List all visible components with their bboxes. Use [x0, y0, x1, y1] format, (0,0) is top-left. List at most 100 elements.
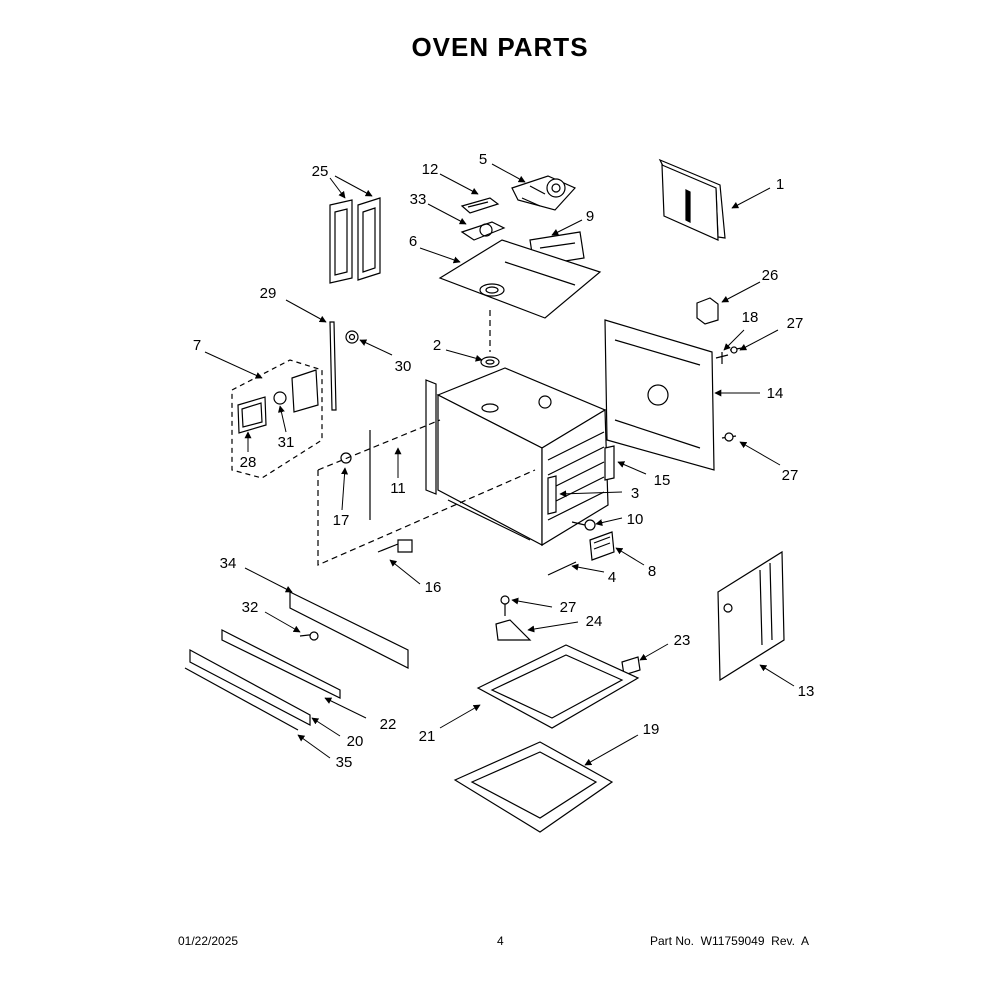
- callout-8[interactable]: 8: [648, 563, 656, 580]
- callout-22[interactable]: 22: [380, 716, 397, 733]
- part-24-bracket[interactable]: [495, 619, 532, 641]
- leader-31: [278, 405, 287, 433]
- callout-29[interactable]: 29: [260, 285, 277, 302]
- explode-lines: [317, 310, 536, 566]
- part-22-trim[interactable]: [221, 629, 341, 699]
- callout-15[interactable]: 15: [654, 472, 671, 489]
- leader-4: [571, 563, 605, 573]
- callout-27a[interactable]: 27: [787, 315, 804, 332]
- callout-7[interactable]: 7: [193, 337, 201, 354]
- leader-8: [615, 547, 645, 566]
- leader-32: [264, 611, 301, 633]
- callout-18[interactable]: 18: [742, 309, 759, 326]
- part-oven-cavity[interactable]: [425, 367, 609, 547]
- part-15-bracket[interactable]: [604, 445, 615, 481]
- part-27-screw-c[interactable]: [500, 595, 510, 616]
- callout-24[interactable]: 24: [586, 613, 603, 630]
- part-12-bracket[interactable]: [460, 197, 500, 214]
- callout-1[interactable]: 1: [776, 176, 784, 193]
- callout-26[interactable]: 26: [762, 267, 779, 284]
- leader-27b: [739, 441, 781, 466]
- leader-16: [389, 559, 421, 585]
- part-16-bracket[interactable]: [377, 539, 413, 553]
- part-10-connector[interactable]: [571, 519, 596, 531]
- part-29-rod[interactable]: [329, 321, 337, 411]
- part-27-screw-b[interactable]: [721, 432, 737, 442]
- part-rear-panel[interactable]: [604, 319, 715, 471]
- part-32-screw[interactable]: [299, 631, 319, 641]
- leader-34: [244, 567, 293, 593]
- callout-16[interactable]: 16: [425, 579, 442, 596]
- leader-22: [324, 697, 367, 719]
- callout-5[interactable]: 5: [479, 151, 487, 168]
- leader-17: [341, 467, 349, 511]
- callout-13[interactable]: 13: [798, 683, 815, 700]
- footer-page-number: 4: [497, 934, 504, 948]
- callout-2[interactable]: 2: [433, 337, 441, 354]
- callout-17[interactable]: 17: [333, 512, 350, 529]
- leader-2: [445, 349, 483, 362]
- leader-25b: [334, 175, 373, 197]
- footer-part-number: Part No. W11759049 Rev. A: [650, 934, 809, 948]
- part-side-panel[interactable]: [717, 550, 785, 682]
- part-oven-rack-lower[interactable]: [453, 741, 614, 833]
- leader-24: [527, 621, 579, 633]
- leader-9: [551, 219, 583, 236]
- part-rear-cover[interactable]: [658, 158, 726, 241]
- part-oven-rack-upper[interactable]: [476, 644, 640, 729]
- callout-34[interactable]: 34: [220, 555, 237, 572]
- leader-21: [439, 704, 481, 729]
- part-4-probe[interactable]: [547, 561, 577, 576]
- leader-1: [731, 187, 771, 209]
- part-side-trims[interactable]: [329, 197, 381, 284]
- callout-11[interactable]: 11: [390, 480, 406, 497]
- part-18-screw[interactable]: [715, 352, 729, 364]
- part-top-panel[interactable]: [438, 239, 602, 319]
- callout-6[interactable]: 6: [409, 233, 417, 250]
- callout-28[interactable]: 28: [240, 454, 257, 471]
- part-20-strip[interactable]: [189, 648, 311, 726]
- callout-20[interactable]: 20: [347, 733, 364, 750]
- callout-27c[interactable]: 27: [560, 599, 577, 616]
- leader-12: [439, 173, 479, 195]
- callout-14[interactable]: 14: [767, 385, 784, 402]
- leader-3: [559, 490, 623, 498]
- part-3-lamp[interactable]: [547, 475, 557, 515]
- callout-32[interactable]: 32: [242, 599, 259, 616]
- part-34-trim[interactable]: [289, 591, 409, 669]
- leader-13: [759, 664, 795, 687]
- callout-31[interactable]: 31: [278, 434, 295, 451]
- callout-12[interactable]: 12: [422, 161, 439, 178]
- part-30-grommet[interactable]: [345, 330, 359, 344]
- leader-26: [721, 281, 761, 303]
- callout-30[interactable]: 30: [395, 358, 412, 375]
- callout-25[interactable]: 25: [312, 163, 329, 180]
- leader-15: [617, 461, 647, 475]
- part-35-strip[interactable]: [184, 667, 299, 731]
- callout-21[interactable]: 21: [419, 728, 436, 745]
- part-33-baffle[interactable]: [460, 221, 506, 241]
- callout-10[interactable]: 10: [627, 511, 644, 528]
- callout-27b[interactable]: 27: [782, 467, 799, 484]
- callout-35[interactable]: 35: [336, 754, 353, 771]
- leader-30: [359, 339, 393, 356]
- callout-4[interactable]: 4: [608, 569, 616, 586]
- callout-23[interactable]: 23: [674, 632, 691, 649]
- part-7-control-group[interactable]: [231, 359, 323, 479]
- leader-10: [595, 517, 623, 526]
- leader-27c: [511, 597, 553, 608]
- part-2-fan-ring[interactable]: [480, 356, 500, 368]
- leader-33: [427, 203, 467, 225]
- part-26-clip[interactable]: [696, 297, 719, 325]
- page-title: OVEN PARTS: [411, 32, 589, 62]
- leader-19: [584, 734, 639, 766]
- leader-25a: [329, 177, 346, 199]
- callout-19[interactable]: 19: [643, 721, 660, 738]
- callout-3[interactable]: 3: [631, 485, 639, 502]
- part-convection-motor[interactable]: [511, 175, 577, 211]
- leader-20: [311, 717, 341, 737]
- callout-9[interactable]: 9: [586, 208, 594, 225]
- part-8-sensor[interactable]: [589, 531, 615, 561]
- callout-33[interactable]: 33: [410, 191, 427, 208]
